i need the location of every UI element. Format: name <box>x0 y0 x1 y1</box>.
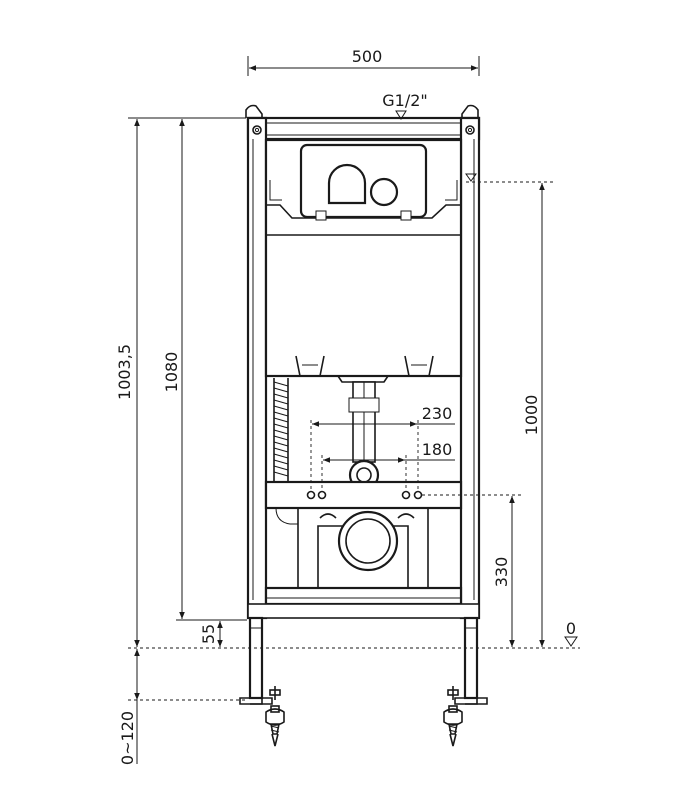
bottom-rail <box>264 586 463 606</box>
dim-label-1003: 1003,5 <box>115 344 134 400</box>
left-foot <box>239 686 285 747</box>
bolt-hole-1 <box>306 490 316 500</box>
top-level-marker <box>465 173 477 182</box>
dim-label-1080: 1080 <box>162 352 181 393</box>
flush-button-large <box>327 163 367 205</box>
top-right-mount-tab <box>461 104 479 118</box>
right-leg <box>463 616 479 700</box>
flush-plate-opening <box>299 143 428 219</box>
inlet-marker <box>395 110 407 120</box>
dim-label-330: 330 <box>492 557 511 588</box>
bolt-hole-4 <box>413 490 423 500</box>
right-foot <box>443 686 488 747</box>
dim-label-0-120: 0~120 <box>118 711 137 765</box>
left-leg <box>248 616 264 700</box>
hole-top-right <box>465 125 475 135</box>
top-left-mount-tab <box>245 104 263 118</box>
waste-pipe-outlet <box>337 510 399 572</box>
flush-button-small <box>369 177 399 207</box>
dimension-lines: 500 G1/2" 1003,5 1080 55 0 1000 330 <box>115 47 580 765</box>
dim-label-55: 55 <box>199 624 218 644</box>
dim-label-inlet: G1/2" <box>382 91 428 110</box>
hole-top-left <box>252 125 262 135</box>
left-upright <box>246 116 268 620</box>
dim-label-180: 180 <box>422 440 453 459</box>
dim-label-500: 500 <box>352 47 383 66</box>
zero-level-marker <box>564 636 578 647</box>
bolt-hole-3 <box>401 490 411 500</box>
top-rail <box>246 116 481 141</box>
dim-label-zero: 0 <box>566 619 576 638</box>
dim-label-1000: 1000 <box>522 395 541 436</box>
wc-mounting-bar <box>264 480 463 510</box>
frame <box>239 104 488 747</box>
right-upright <box>459 116 481 620</box>
flexible-hose <box>273 378 289 482</box>
tank-bracket-right <box>404 355 434 377</box>
bolt-hole-2 <box>317 490 327 500</box>
dim-label-230: 230 <box>422 404 453 423</box>
tank-bracket-left <box>295 355 325 377</box>
